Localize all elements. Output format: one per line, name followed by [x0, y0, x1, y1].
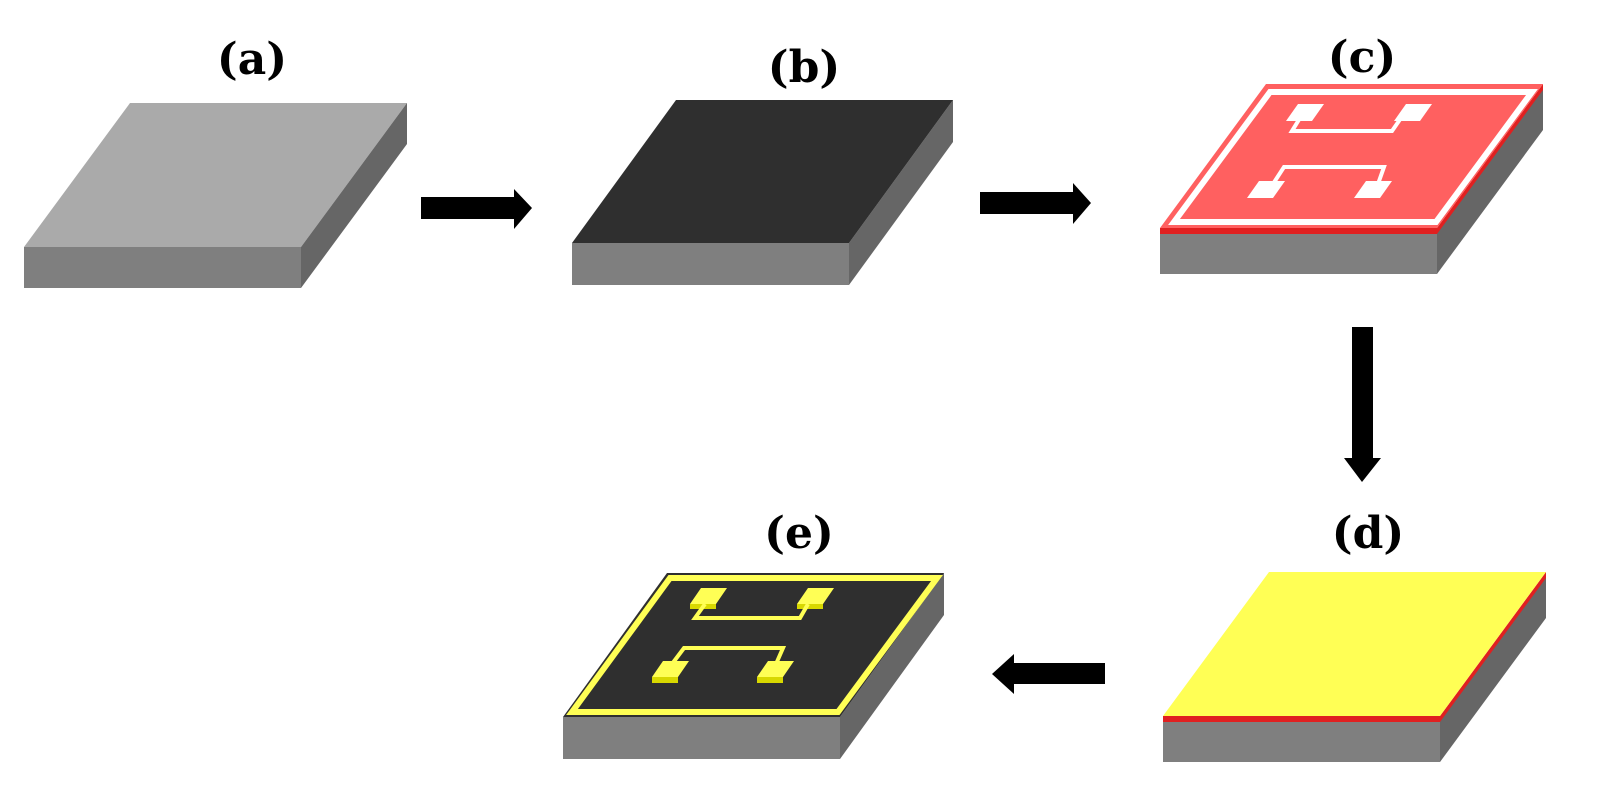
metal-frame: [566, 575, 943, 715]
metal-trace-upper: [691, 602, 810, 620]
pattern-pad-upper-left: [1286, 104, 1324, 121]
dark-layer-b-top: [572, 100, 953, 243]
panel-a-label: (a): [217, 34, 287, 85]
panel-b-label: (b): [768, 42, 840, 93]
substrate-b-front: [572, 243, 849, 285]
panel-d-label: (d): [1332, 508, 1404, 559]
pattern-trace-upper: [1288, 116, 1403, 133]
substrate-c: [1160, 84, 1543, 274]
metal-pad-lower-left: [652, 661, 689, 677]
arrow-a-to-b: [421, 189, 532, 229]
panel-b: (b): [572, 42, 953, 285]
metal-pad-lower-right: [757, 661, 794, 677]
metal-pad-lower-left-side: [652, 677, 678, 683]
substrate-b: [572, 100, 953, 285]
metal-pad-lower-right-side: [757, 677, 783, 683]
substrate-a-top: [24, 103, 407, 247]
panel-e-label: (e): [764, 508, 834, 559]
pattern-frame: [1168, 89, 1538, 225]
pattern-pad-lower-right: [1354, 181, 1392, 198]
substrate-d-side: [1440, 576, 1546, 762]
metal-layer-d-top: [1163, 572, 1546, 716]
substrate-e: [563, 573, 944, 759]
metal-pad-upper-left: [690, 588, 727, 604]
substrate-b-side: [849, 100, 953, 285]
panel-c: (c): [1160, 32, 1543, 274]
panel-a: (a): [24, 34, 407, 288]
panel-c-label: (c): [1328, 32, 1396, 83]
substrate-c-side: [1437, 88, 1543, 274]
substrate-a-side: [301, 103, 407, 288]
pattern-pad-upper-right: [1394, 104, 1432, 121]
substrate-c-front: [1160, 232, 1437, 274]
arrow-d-to-e: [992, 654, 1105, 694]
panel-e: (e): [563, 508, 944, 759]
arrow-b-to-c: [980, 183, 1091, 224]
pattern-pad-lower-left: [1247, 181, 1285, 198]
panel-d: (d): [1163, 508, 1546, 762]
metal-pad-upper-right-side: [797, 604, 823, 609]
arrow-c-to-d: [1344, 327, 1381, 482]
substrate-e-front: [563, 717, 840, 759]
substrate-e-side: [840, 573, 944, 759]
substrate-a: [24, 103, 407, 288]
substrate-a-front: [24, 247, 301, 288]
substrate-d-front: [1163, 720, 1440, 762]
pattern-trace-lower: [1271, 165, 1387, 186]
metal-trace-lower: [670, 646, 787, 666]
metal-pad-upper-right: [797, 588, 834, 604]
substrate-d: [1163, 572, 1546, 762]
